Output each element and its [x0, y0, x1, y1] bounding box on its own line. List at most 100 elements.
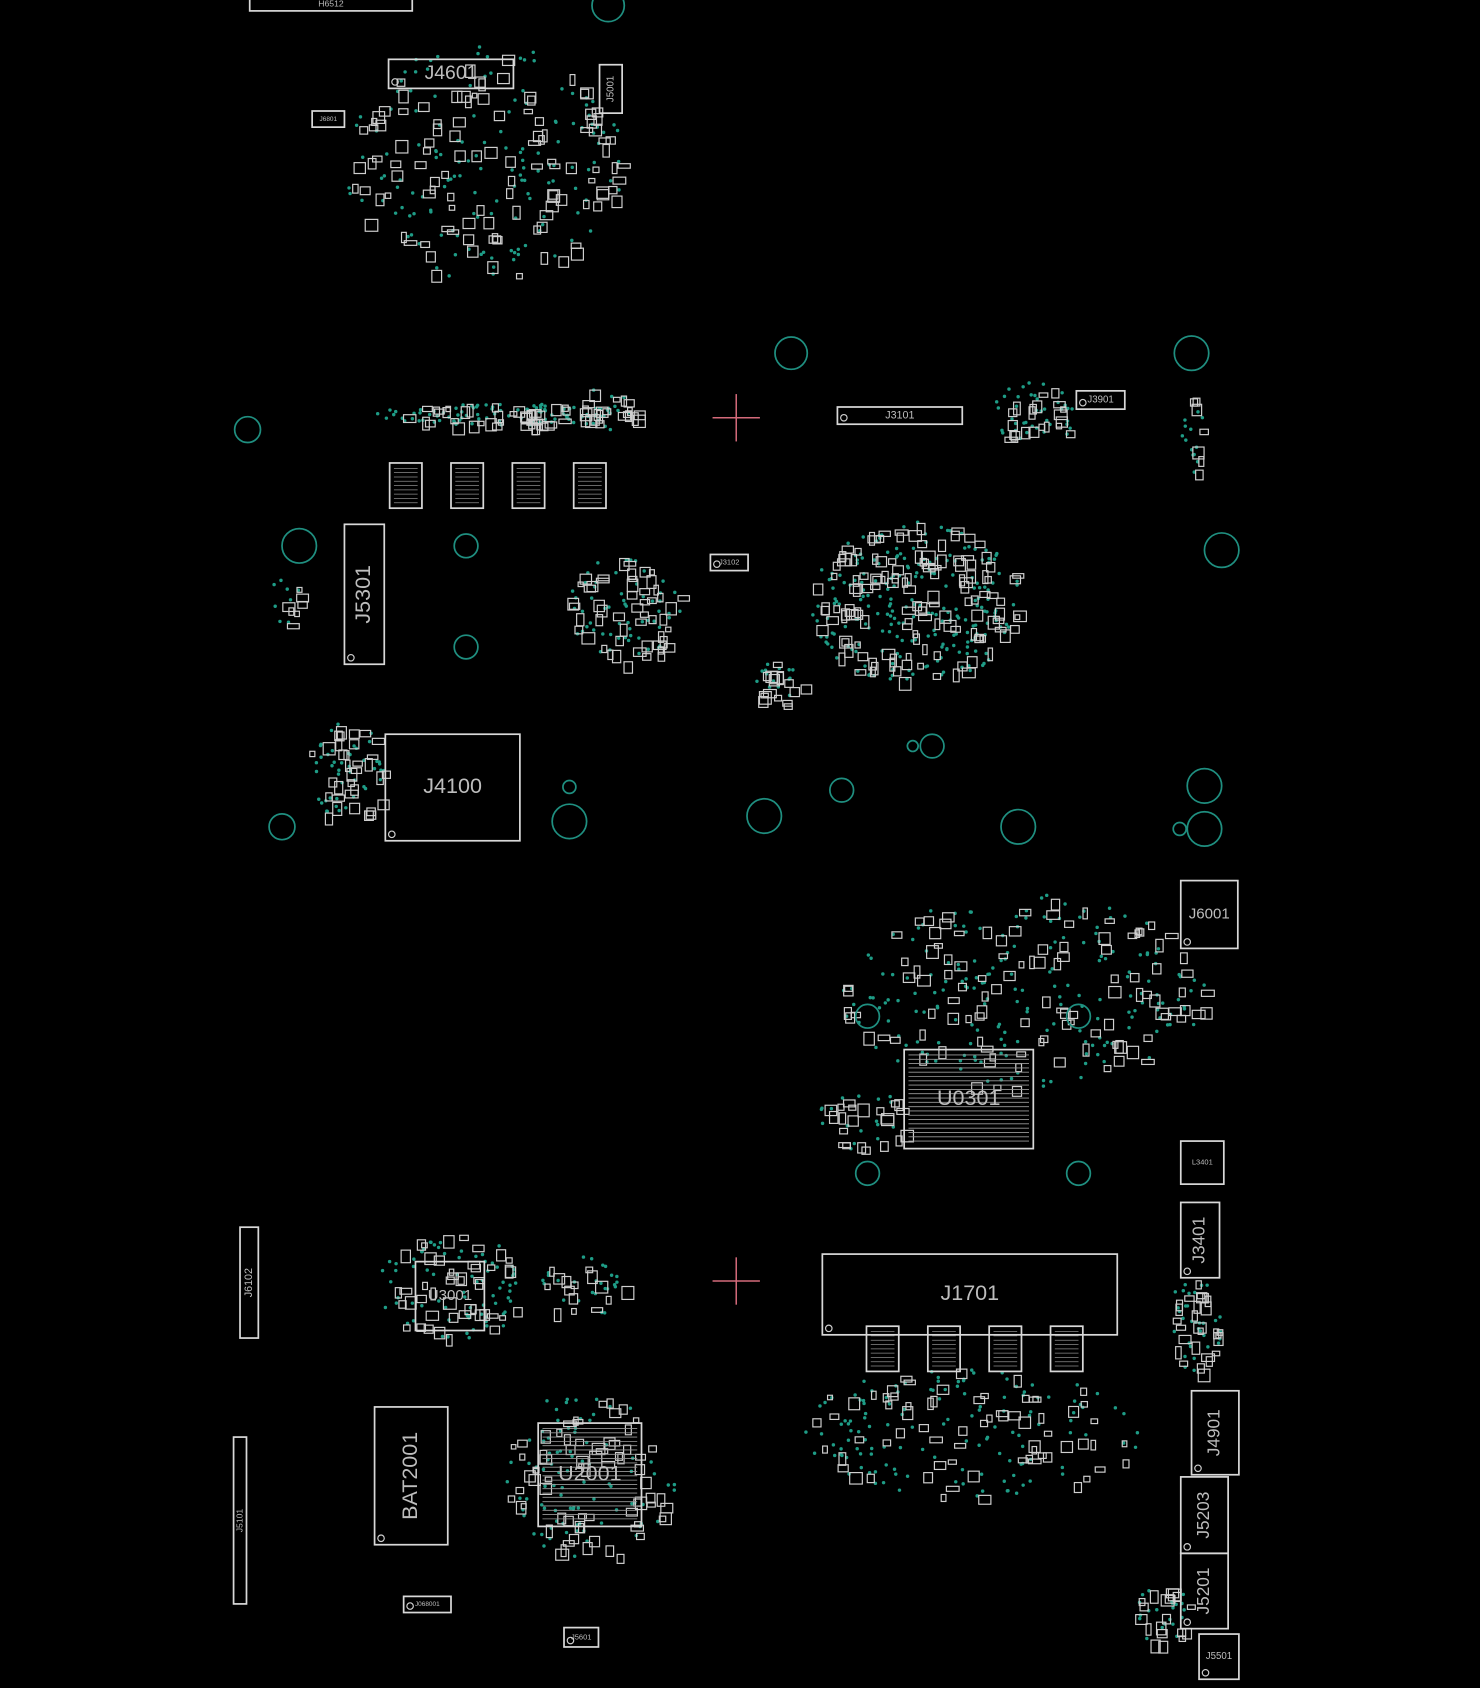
passive-component — [954, 961, 968, 972]
pad — [456, 413, 460, 417]
component-j6001[interactable]: J6001 — [1179, 879, 1239, 950]
pad — [574, 1398, 578, 1402]
pad — [504, 146, 508, 150]
pad — [913, 574, 918, 579]
pad — [476, 51, 480, 56]
component-j6801[interactable]: J6801 — [311, 110, 346, 129]
pad — [944, 584, 948, 588]
pad — [436, 1245, 441, 1250]
pad — [588, 229, 593, 233]
component-j5501[interactable]: J5501 — [1198, 1633, 1240, 1681]
passive-component — [857, 652, 869, 662]
pad — [339, 761, 344, 765]
component-j4901[interactable]: J4901 — [1190, 1389, 1240, 1476]
component-j5203[interactable]: J5203 — [1179, 1476, 1229, 1555]
pad — [543, 1484, 547, 1488]
passive-component — [1191, 1341, 1201, 1355]
memory-chip[interactable] — [1049, 1325, 1084, 1373]
memory-chip[interactable] — [388, 462, 423, 510]
passive-component — [848, 1397, 861, 1411]
component-j4100[interactable]: J4100 — [384, 733, 521, 842]
passive-component — [1033, 956, 1046, 969]
passive-component — [623, 560, 637, 567]
component-u2001[interactable]: U2001 — [537, 1422, 643, 1528]
passive-component — [961, 555, 975, 561]
pad — [454, 406, 458, 410]
mounting-hole — [1172, 821, 1188, 837]
pad — [472, 211, 476, 216]
passive-component — [486, 1264, 496, 1272]
pad — [925, 664, 930, 668]
pad — [1011, 603, 1016, 607]
pad — [1012, 944, 1017, 949]
pad — [466, 159, 471, 163]
memory-chip[interactable] — [988, 1325, 1023, 1373]
pad — [325, 809, 329, 814]
component-j3401[interactable]: J3401 — [1179, 1201, 1221, 1279]
pad — [608, 427, 613, 432]
passive-component-layer — [282, 54, 1224, 1654]
passive-component — [646, 575, 657, 589]
component-j5101[interactable]: J5101 — [232, 1436, 248, 1605]
pad — [873, 1470, 878, 1474]
pad — [941, 988, 945, 992]
passive-component — [838, 1142, 851, 1149]
component-j068001[interactable]: J068001 — [402, 1595, 452, 1614]
passive-component — [1112, 1040, 1119, 1049]
pad — [1138, 1616, 1142, 1621]
passive-component — [462, 234, 475, 246]
component-j1701[interactable]: J1701 — [821, 1253, 1119, 1336]
memory-chip[interactable] — [450, 462, 485, 510]
pad — [591, 1412, 596, 1417]
pad — [541, 1278, 545, 1283]
component-j3901[interactable]: J3901 — [1075, 389, 1126, 411]
passive-component — [623, 399, 635, 408]
passive-component — [585, 1266, 594, 1274]
component-j5301[interactable]: J5301 — [343, 523, 386, 666]
component-j3102[interactable]: J3102 — [709, 553, 749, 572]
pad — [1028, 1479, 1032, 1483]
memory-chip[interactable] — [511, 462, 546, 510]
passive-component — [1175, 1346, 1182, 1360]
passive-component — [821, 602, 830, 616]
memory-chip[interactable] — [926, 1325, 961, 1373]
memory-chip[interactable] — [572, 462, 607, 510]
pad — [458, 418, 462, 422]
pad — [395, 185, 400, 189]
passive-component — [945, 1485, 960, 1492]
component-h6512[interactable]: H6512 — [248, 0, 414, 12]
passive-component — [833, 605, 841, 614]
pad — [420, 1249, 424, 1254]
pad — [915, 1040, 920, 1044]
mounting-hole-layer — [233, 0, 1240, 1187]
pad — [818, 1404, 822, 1408]
pad — [811, 613, 815, 617]
passive-component — [398, 89, 409, 104]
passive-component — [642, 653, 652, 661]
passive-component — [1027, 1458, 1042, 1465]
passive-component — [994, 607, 1006, 621]
pad — [970, 1023, 974, 1027]
memory-chip[interactable] — [865, 1325, 900, 1373]
component-j3101[interactable]: J3101 — [836, 406, 964, 426]
component-bat2001[interactable]: BAT2001 — [373, 1406, 449, 1546]
passive-component — [998, 953, 1009, 960]
component-j5601[interactable]: J5601 — [563, 1626, 600, 1648]
passive-component — [1064, 920, 1075, 928]
component-u0301[interactable]: U0301 — [903, 1048, 1035, 1150]
pad — [1145, 921, 1149, 925]
component-u3001[interactable]: U3001 — [414, 1260, 486, 1332]
pad — [920, 1050, 925, 1055]
component-j6102[interactable]: J6102 — [239, 1226, 260, 1339]
pad — [1083, 1061, 1088, 1066]
component-l3401[interactable]: L3401 — [1179, 1140, 1225, 1185]
pad — [1200, 415, 1205, 420]
pad — [585, 625, 589, 629]
component-j4601[interactable]: J4601 — [387, 58, 515, 90]
passive-component — [567, 597, 580, 611]
passive-component — [553, 1308, 562, 1323]
pad — [459, 1249, 464, 1253]
component-j5201[interactable]: J5201 — [1179, 1552, 1229, 1630]
component-j5001[interactable]: J5001 — [598, 63, 623, 115]
